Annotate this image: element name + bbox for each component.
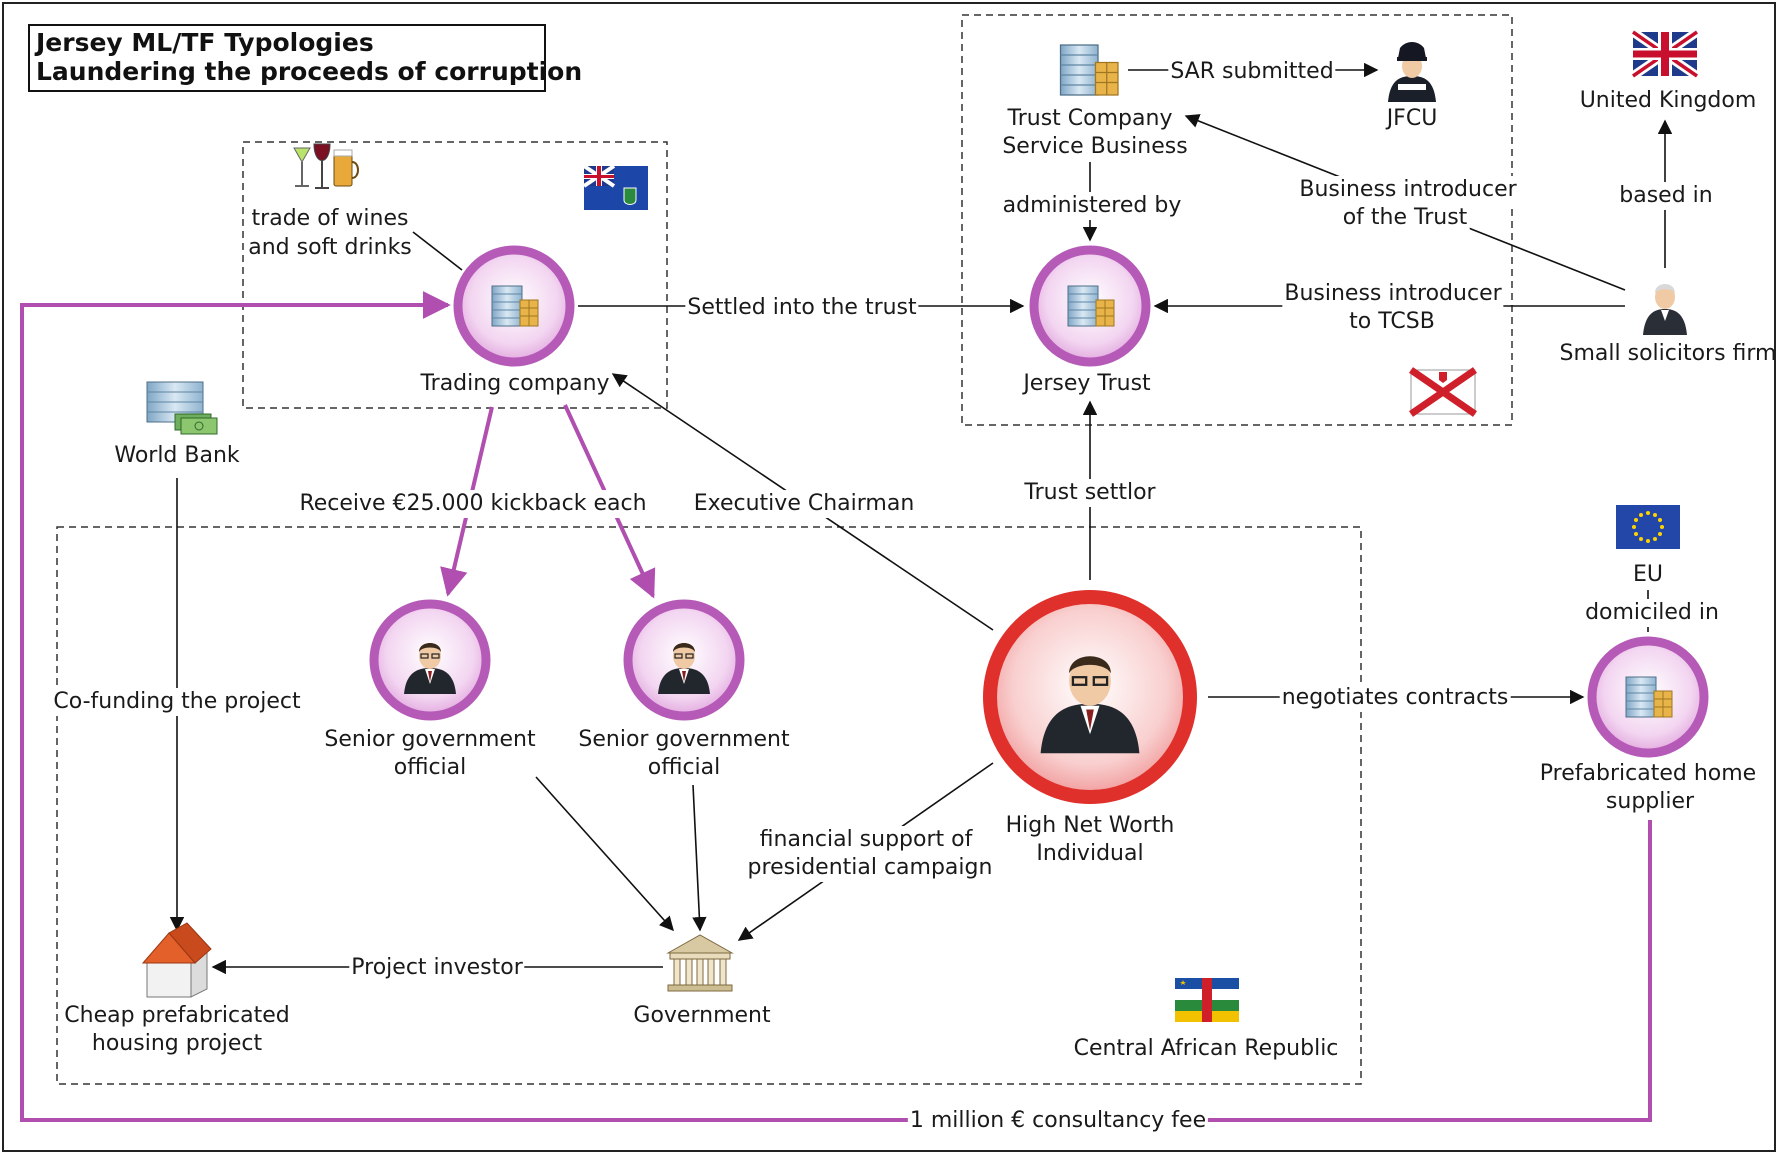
eu-label: EU [1632,562,1664,587]
world-bank-label: World Bank [114,443,240,468]
drinks-icon [293,143,359,189]
jersey-flag-node [1409,367,1477,417]
housing-label-2: housing project [91,1031,263,1056]
negotiates-label: negotiates contracts [1279,684,1511,712]
supplier-label-1: Prefabricated home [1539,761,1757,786]
diagram-title: Jersey ML/TF Typologies Laundering the p… [28,24,583,92]
official-1-label-2: official [393,755,467,780]
wines-node [293,143,359,189]
wines-label-2: and soft drinks [248,235,412,260]
uk-node[interactable] [1630,28,1700,80]
bank-money-icon [146,381,218,435]
car-region-box [56,526,1362,1085]
bvi-flag-node [582,164,648,210]
solicitor-person-icon [1643,284,1687,335]
tcsb-label-2: Service Business [1002,134,1188,159]
wines-edge [412,231,463,271]
official2-gov-edge [692,784,707,932]
wines-label-1: trade of wines [251,206,409,231]
settled-edge-label: Settled into the trust [685,294,919,322]
government-node[interactable] [666,934,734,992]
uk-label: United Kingdom [1579,88,1757,113]
based-in-label: based in [1617,182,1715,210]
hnwi-label-1: High Net Worth [1005,813,1175,838]
jersey-trust-node[interactable] [1029,245,1151,367]
introducer-trust-label-1: Business introducer [1297,176,1519,204]
bvi-flag-icon [582,164,648,210]
government-building-icon [666,934,734,992]
hnwi-label-2: Individual [1036,841,1144,866]
jersey-flag-icon [1409,367,1477,417]
title-line-1: Jersey ML/TF Typologies [36,28,374,57]
introducer-tcsb-label-1: Business introducer [1282,280,1504,308]
eu-flag-icon [1616,505,1680,549]
official1-gov-edge [535,776,674,932]
supplier-label-2: supplier [1605,789,1695,814]
car-flag-icon [1175,978,1239,1022]
trading-company-label: Trading company [420,371,610,396]
introducer-tcsb-label-2: to TCSB [1347,308,1437,336]
hnwi-node[interactable] [983,590,1197,804]
consultancy-fee-edge [20,291,1652,1122]
domiciled-label: domiciled in [1583,599,1721,627]
consultancy-fee-label: 1 million € consultancy fee [907,1107,1209,1135]
kickback-label: Receive €25.000 kickback each [297,490,649,518]
cofunding-label: Co-funding the project [51,688,303,716]
car-flag-node[interactable] [1175,978,1239,1022]
sar-edge-label: SAR submitted [1168,58,1336,86]
solicitors-node[interactable] [1643,284,1687,335]
project-investor-label: Project investor [349,954,525,982]
supplier-node[interactable] [1587,636,1709,758]
official-1-node[interactable] [369,599,491,721]
tcsb-label-1: Trust Company [1007,106,1173,131]
financial-label-1: financial support of [757,826,975,854]
official-1-label-1: Senior government [324,727,536,752]
jfcu-label: JFCU [1386,106,1438,131]
house-icon [141,922,212,998]
housing-label-1: Cheap prefabricated [64,1003,290,1028]
government-label: Government [633,1003,771,1028]
official-2-node[interactable] [623,599,745,721]
solicitors-label: Small solicitors firm [1559,341,1777,366]
exec-chairman-label: Executive Chairman [691,490,917,518]
official-2-label-1: Senior government [578,727,790,752]
police-officer-icon [1388,42,1436,102]
tcsb-node[interactable] [1059,44,1119,96]
trust-settlor-label: Trust settlor [1022,479,1158,507]
jersey-trust-label: Jersey Trust [1023,371,1151,396]
jfcu-node[interactable] [1388,42,1436,102]
eu-node[interactable] [1616,505,1680,549]
office-building-icon [1059,44,1119,96]
bvi-region-box [242,141,668,409]
introducer-trust-label-2: of the Trust [1340,204,1470,232]
financial-label-2: presidential campaign [745,854,995,882]
trading-company-node[interactable] [453,245,575,367]
car-label: Central African Republic [1073,1036,1339,1061]
world-bank-node[interactable] [146,381,218,435]
uk-flag-icon [1630,28,1700,80]
title-line-2: Laundering the proceeds of corruption [36,57,583,86]
official-2-label-2: official [647,755,721,780]
housing-node[interactable] [141,922,212,998]
administered-edge-label: administered by [1000,192,1184,220]
